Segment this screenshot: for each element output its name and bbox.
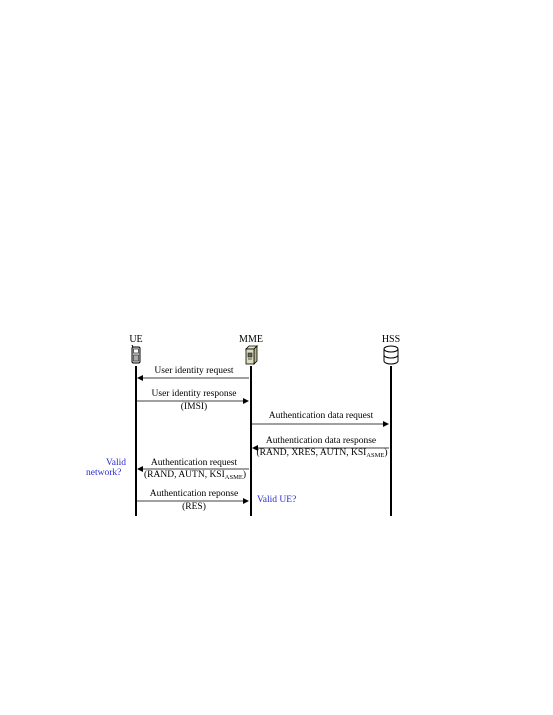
msg-authentication-request: Authentication request xyxy=(150,458,238,468)
hss-label: HSS xyxy=(381,334,401,345)
note-valid-network-1: Valid xyxy=(105,458,127,468)
msg-authentication-request-params: (RAND, AUTN, KSIASME) xyxy=(144,470,246,481)
mme-label: MME xyxy=(239,334,263,345)
msg-authentication-data-request: Authentication data request xyxy=(268,411,374,421)
msg-authentication-data-response: Authentication data response xyxy=(265,436,377,446)
msg-authentication-data-response-params: (RAND, XRES, AUTN, KSIASME) xyxy=(256,448,388,459)
hss-lifeline xyxy=(390,366,392,516)
note-valid-ue: Valid UE? xyxy=(257,495,297,505)
msg-user-identity-response-imsi: (IMSI) xyxy=(180,402,208,412)
mobile-phone-icon xyxy=(131,345,141,364)
note-valid-network-2: network? xyxy=(86,468,122,478)
database-icon xyxy=(383,345,399,365)
msg-authentication-response: Authentication reponse xyxy=(149,489,239,499)
mme-lifeline xyxy=(250,366,252,516)
msg-user-identity-request: User identity request xyxy=(154,366,234,376)
msg-authentication-response-res: (RES) xyxy=(182,502,206,512)
ue-lifeline xyxy=(135,366,137,516)
msg-user-identity-response: User identity response xyxy=(151,389,237,399)
server-icon xyxy=(245,345,258,365)
ue-label: UE xyxy=(129,334,143,345)
